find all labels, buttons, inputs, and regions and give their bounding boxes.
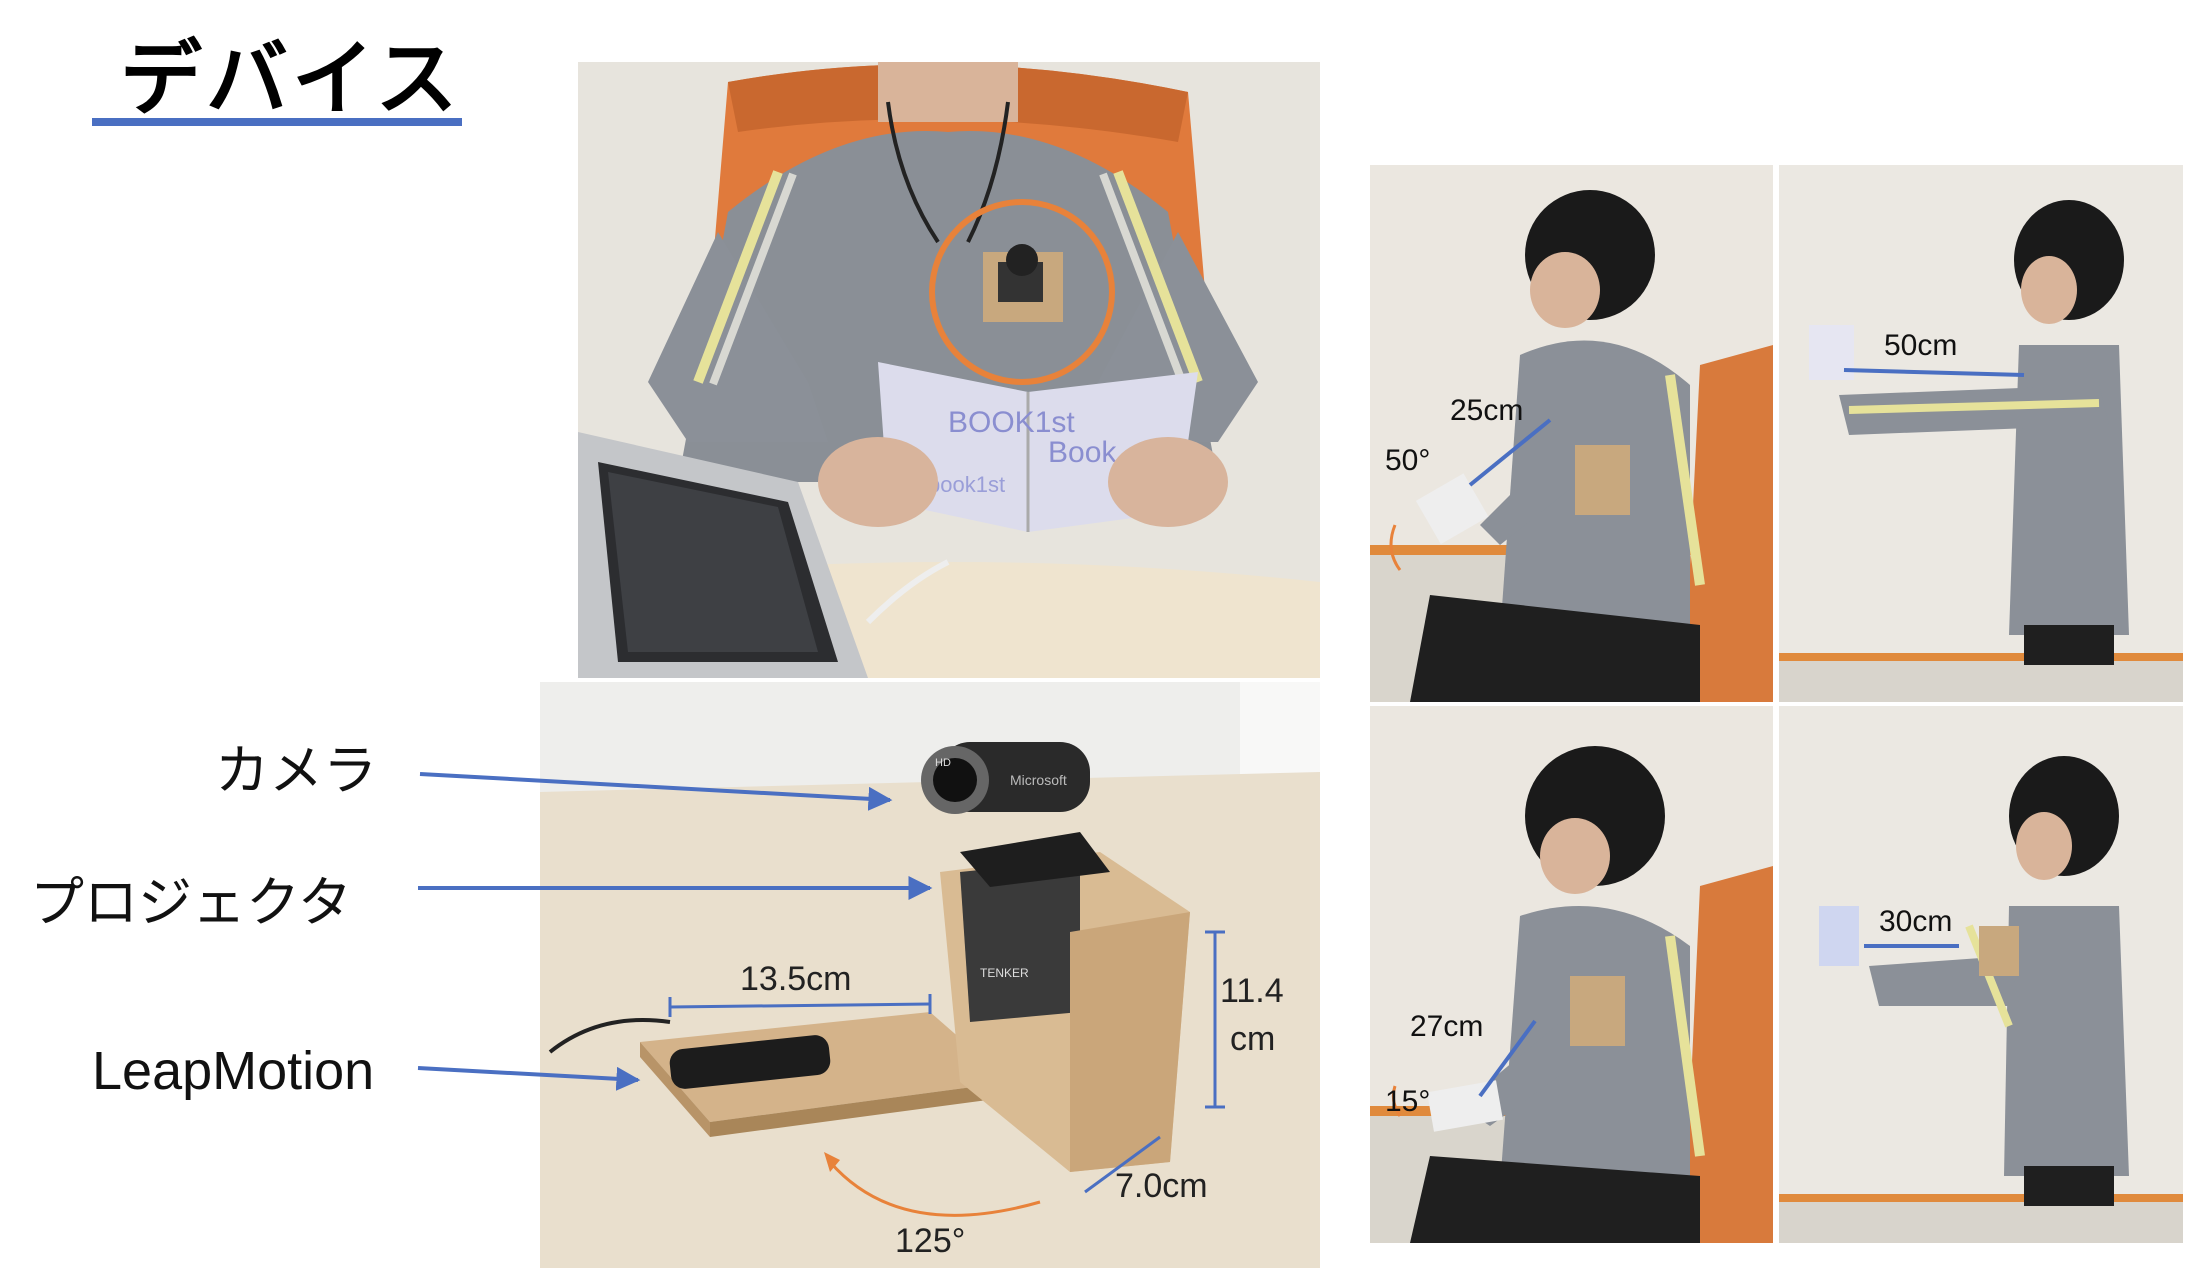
top-seated-distance: 25cm bbox=[1450, 394, 1523, 427]
top-seated-angle: 50° bbox=[1385, 444, 1430, 477]
camera-badge-text: HD bbox=[935, 757, 951, 769]
projector-brand-text: TENKER bbox=[980, 966, 1029, 980]
leapmotion-label: LeapMotion bbox=[92, 1041, 375, 1101]
posture-seated-top-photo: 25cm 50° bbox=[1370, 165, 1773, 702]
book-text-3: book1st bbox=[928, 472, 1005, 497]
device-photo: Microsoft HD TENKER 13.5cm 11.4 cm 7.0cm… bbox=[540, 682, 1320, 1268]
book-text-1: BOOK1st bbox=[948, 406, 1075, 439]
camera-label: カメラ bbox=[215, 739, 377, 802]
page-title: デバイス bbox=[120, 32, 462, 127]
bottom-standing-distance: 30cm bbox=[1879, 905, 1952, 938]
width-measurement: 13.5cm bbox=[740, 960, 852, 998]
seated-user-photo: BOOK1st Book book1st bbox=[578, 62, 1320, 678]
height-measurement-line2: cm bbox=[1230, 1020, 1275, 1058]
bottom-seated-distance: 27cm bbox=[1410, 1010, 1483, 1043]
posture-standing-top-photo: 50cm bbox=[1779, 165, 2183, 702]
book-text-2: Book bbox=[1048, 436, 1117, 469]
posture-standing-bottom-photo: 30cm bbox=[1779, 706, 2183, 1243]
projector-label: プロジェクタ bbox=[30, 871, 352, 934]
posture-seated-bottom-photo: 27cm 15° bbox=[1370, 706, 1773, 1243]
camera-brand-text: Microsoft bbox=[1010, 772, 1067, 788]
depth-measurement: 7.0cm bbox=[1115, 1167, 1208, 1205]
bottom-seated-angle: 15° bbox=[1385, 1085, 1430, 1118]
top-standing-distance: 50cm bbox=[1884, 329, 1957, 362]
height-measurement-line1: 11.4 bbox=[1220, 972, 1284, 1010]
title-underline bbox=[92, 118, 462, 126]
angle-measurement: 125° bbox=[895, 1222, 965, 1260]
